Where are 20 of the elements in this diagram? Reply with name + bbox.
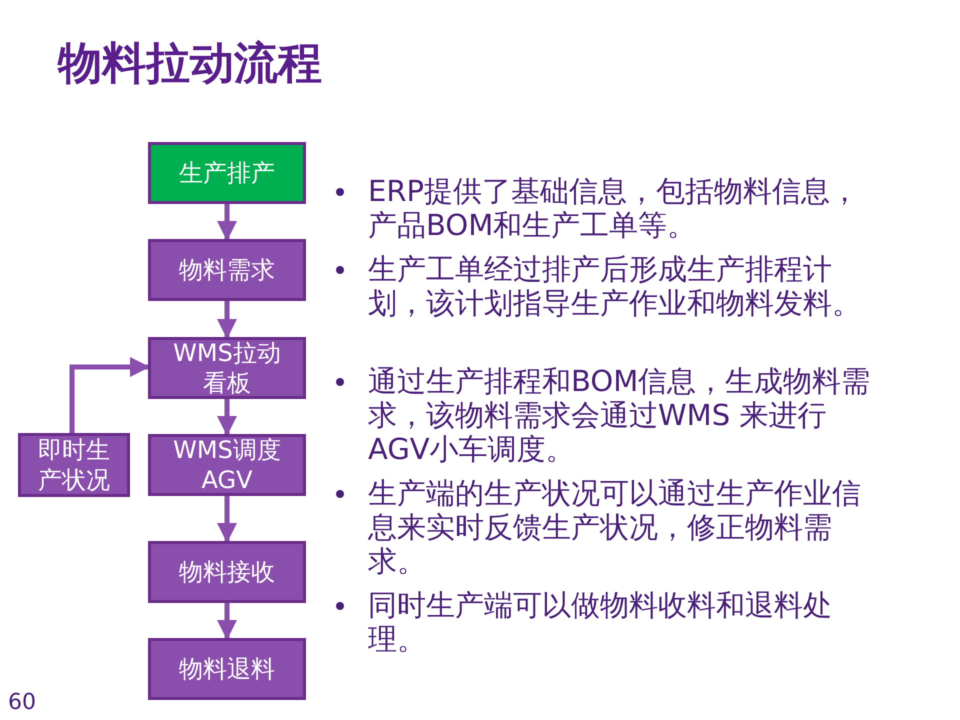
arrow [70, 357, 150, 433]
process-box: 生产排产 [148, 142, 306, 204]
title: 物料拉动流程 [58, 37, 322, 91]
process-box: WMS调度AGV [148, 434, 306, 496]
arrow [217, 603, 237, 640]
process-box: 物料接收 [148, 541, 306, 603]
bullet-text: ERP提供了基础信息，包括物料信息，产品BOM和生产工单等。 [368, 174, 860, 242]
process-box: 物料需求 [148, 239, 306, 301]
page-number: 60 [8, 690, 36, 715]
bullet-text: 生产端的生产状况可以通过生产作业信息来实时反馈生产状况，修正物料需求。 [368, 476, 862, 578]
arrow [217, 204, 237, 241]
bullet-text: 同时生产端可以做物料收料和退料处理。 [368, 588, 833, 656]
arrow [217, 496, 237, 543]
process-box: 物料退料 [148, 638, 306, 700]
bullet-text: 生产工单经过排产后形成生产排程计划，该计划指导生产作业和物料发料。 [368, 252, 862, 320]
bullet-text: 通过生产排程和BOM信息，生成物料需求，该物料需求会通过WMS 来进行AGV小车调度。 [368, 364, 872, 466]
arrow [217, 399, 237, 436]
process-box: WMS拉动看板 [148, 337, 306, 399]
status-box: 即时生产状况 [18, 433, 130, 497]
arrow [217, 301, 237, 339]
